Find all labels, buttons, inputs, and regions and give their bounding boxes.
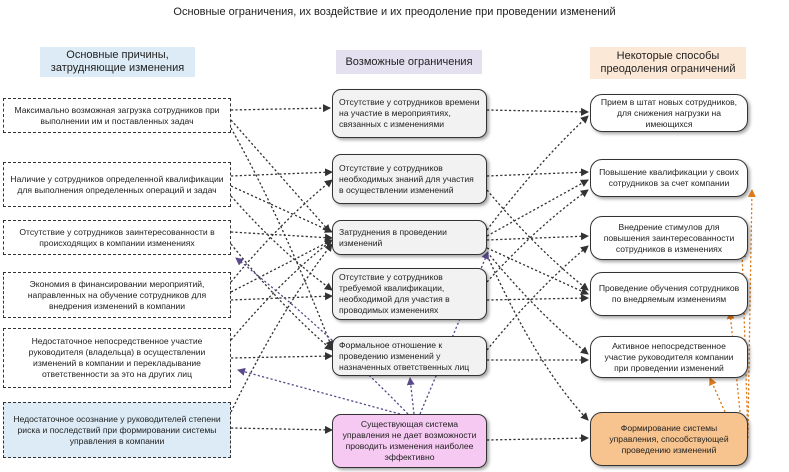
arrow-difficulties-to-upskill — [486, 179, 589, 237]
fixes-header-label: Некоторые способы преодоления ограничени… — [600, 50, 736, 75]
fix-box-upskill: Повышение квалификации у своих сотрудник… — [590, 159, 748, 197]
arrow-system-fix-to-leader — [709, 377, 726, 413]
arrow-funding-to-no-qualification — [230, 292, 333, 301]
arrow-difficulties-to-leader — [486, 251, 589, 355]
limit-box-no-knowledge: Отсутствие у сотрудников необходимых зна… — [332, 154, 487, 204]
limit-box-no-qualification: Отсутствие у сотрудников требуемой квали… — [332, 268, 487, 320]
cause-box-qualification: Наличие у сотрудников определенной квали… — [3, 162, 231, 207]
arrow-funding-to-difficulties — [230, 239, 333, 293]
arrow-system-to-system-fix — [486, 434, 589, 443]
cause-box-leader-participation: Недостаточное непосредственное участие р… — [3, 328, 231, 388]
arrow-interest-to-formal — [230, 243, 333, 351]
fix-box-training: Проведение обучения сотрудников по внедр… — [590, 272, 748, 316]
limit-box-difficulties: Затруднения в проведении изменений — [332, 220, 487, 255]
fix-box-management-system: Формирование системы управления, способс… — [590, 412, 748, 466]
cause-box-funding: Экономия в финансировании мероприятий, н… — [3, 272, 231, 318]
fix-box-leader-involvement: Активное непосредственное участие руково… — [590, 336, 748, 378]
limits-header: Возможные ограничения — [336, 50, 482, 74]
arrow-risk-to-difficulties — [230, 243, 333, 413]
arrow-system-to-formal — [406, 377, 415, 415]
diagram-title: Основные ограничения, их воздействие и и… — [173, 6, 616, 18]
arrow-interest-to-difficulties — [230, 231, 333, 242]
arrow-system-to-leader-cause — [237, 367, 401, 415]
arrow-risk-to-system — [230, 425, 333, 434]
limit-box-management-system: Существующая система управления не дает … — [332, 414, 487, 468]
arrow-difficulties-to-incentives — [486, 232, 589, 241]
fix-box-incentives: Внедрение стимулов для повышения заинтер… — [590, 216, 748, 260]
arrow-leader-to-formal — [230, 352, 333, 361]
fixes-header: Некоторые способы преодоления ограничени… — [590, 47, 746, 79]
arrow-difficulties-to-system-fix — [486, 254, 589, 421]
arrow-leader-to-difficulties — [230, 239, 333, 341]
cause-box-workload: Максимально возможная загрузка сотрудник… — [3, 98, 231, 133]
arrow-no-knowledge-to-upskill — [486, 168, 589, 177]
arrow-system-to-interest-cause — [235, 257, 409, 415]
fix-box-hire-staff: Прием в штат новых сотрудников, для сниж… — [590, 94, 748, 132]
arrow-no-qualification-to-upskill — [486, 189, 589, 283]
arrow-difficulties-to-hire — [486, 115, 589, 231]
arrow-workload-to-no-time — [230, 104, 331, 113]
arrow-formal-to-incentives — [486, 245, 589, 351]
arrow-no-knowledge-to-training — [486, 189, 589, 291]
cause-box-interest: Отсутствие у сотрудников заинтересованно… — [3, 220, 231, 255]
causes-header-label: Основные причины, затрудняющие изменения — [50, 49, 185, 74]
cause-box-risk-awareness: Недостаточное осознание у руководителей … — [3, 402, 231, 458]
limits-header-label: Возможные ограничения — [345, 55, 473, 68]
arrow-no-qualification-to-training — [486, 294, 589, 303]
arrow-funding-to-no-knowledge — [230, 179, 333, 283]
connector-arrows — [230, 104, 756, 443]
arrow-system-fix-to-upskill — [747, 189, 756, 431]
arrow-workload-to-difficulties — [230, 119, 331, 233]
arrow-qualification-to-no-knowledge — [230, 168, 333, 177]
arrow-no-time-to-hire — [486, 107, 589, 116]
causes-header: Основные причины, затрудняющие изменения — [40, 47, 195, 77]
arrow-qualification-to-no-qualification — [230, 195, 333, 291]
limit-box-formal-attitude: Формальное отношение к проведению измене… — [332, 336, 487, 376]
limit-box-no-time: Отсутствие у сотрудников времени на учас… — [332, 89, 487, 138]
arrow-workload-to-formal — [230, 127, 334, 349]
